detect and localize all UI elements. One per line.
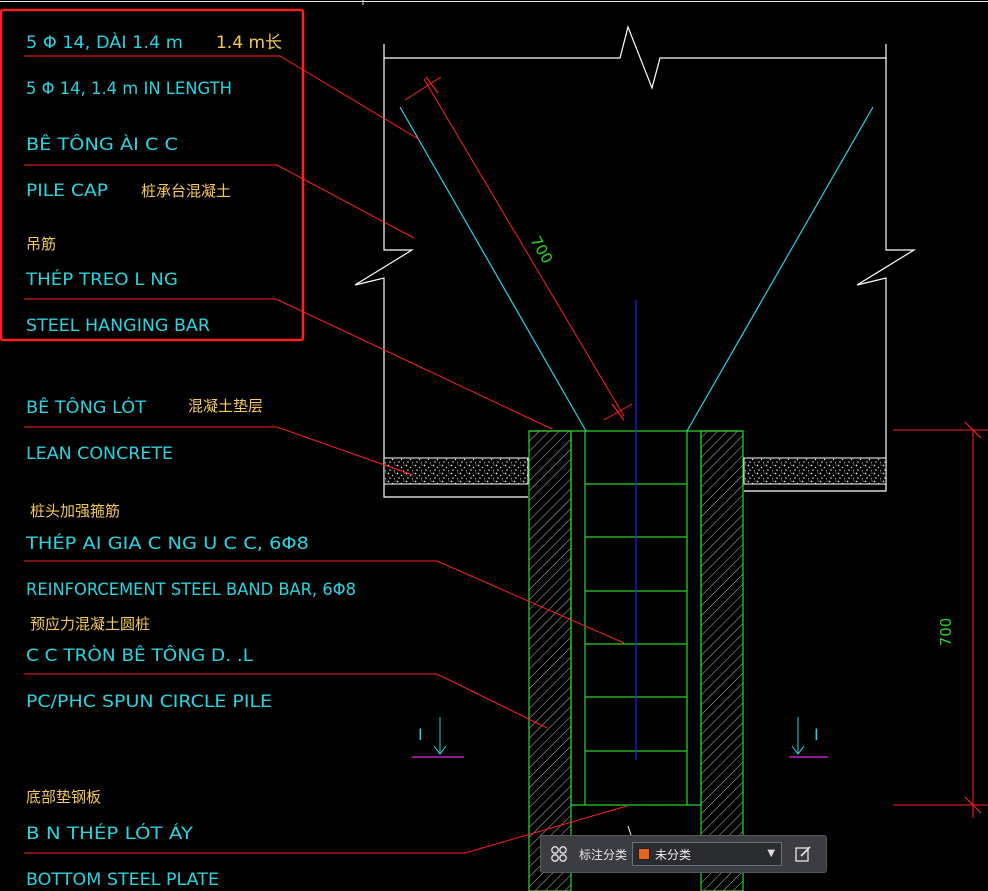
- leader-steel-plate: [24, 805, 628, 854]
- notes: 5 Φ 14, DÀI 1.4 m 1.4 m长 5 Φ 14, 1.4 m I…: [25, 31, 356, 890]
- note-band-en: REINFORCEMENT STEEL BAND BAR, 6Φ8: [26, 580, 356, 600]
- pile-wall-right: [700, 430, 744, 891]
- note-lean-vi: BÊ TÔNG LÓT: [26, 396, 147, 418]
- leader-spun-pile: [24, 673, 548, 729]
- dimension-vertical-tick-top: [964, 421, 982, 439]
- note-hang-en: STEEL HANGING BAR: [26, 316, 210, 336]
- grid-icon[interactable]: [548, 843, 570, 865]
- annotation-category-select[interactable]: 未分类 ▼: [632, 842, 783, 866]
- note-cap-vi: BÊ TÔNG ÀI C C: [26, 133, 178, 155]
- dimension-diagonal-value: 700: [527, 233, 557, 267]
- dimension-diagonal-tick-top: [425, 76, 439, 94]
- lean-concrete-right: [743, 457, 887, 485]
- dimension-vertical-value: 700: [937, 618, 955, 647]
- annotation-category-toolbar: 标注分类 未分类 ▼: [540, 835, 827, 873]
- annotation-category-value: 未分类: [655, 847, 692, 862]
- note-plate-vi: B N THÉP LÓT ÁY: [26, 822, 194, 844]
- pile-cap-top-edge: [383, 25, 887, 90]
- note-bar-en: 5 Φ 14, 1.4 m IN LENGTH: [26, 79, 232, 99]
- hanging-bar-left: [399, 106, 587, 432]
- callout-highlight-box: [0, 8, 305, 342]
- leader-lean-concrete: [24, 426, 414, 476]
- lean-concrete-left: [383, 457, 529, 485]
- section-mark-left: I: [412, 717, 464, 758]
- leader-pile-cap: [24, 164, 415, 239]
- dimension-diagonal-ext-top: [404, 76, 442, 101]
- dimension-diagonal-line: [423, 78, 625, 417]
- section-mark-left-label: I: [418, 725, 423, 744]
- chevron-down-icon[interactable]: ▼: [767, 848, 776, 859]
- section-mark-right: I: [789, 717, 828, 758]
- pile-cap-right-edge: [744, 58, 917, 492]
- leader-lines: [24, 55, 628, 854]
- note-cap-en: PILE CAP: [26, 181, 108, 201]
- note-pile-en: PC/PHC SPUN CIRCLE PILE: [26, 692, 272, 712]
- hanging-bar-right: [686, 106, 874, 432]
- edit-icon[interactable]: [792, 843, 814, 865]
- leader-hanging-bar: [24, 298, 553, 430]
- note-band-vi: THÉP AI GIA C NG U C C, 6Φ8: [25, 532, 309, 554]
- note-plate-en: BOTTOM STEEL PLATE: [26, 870, 219, 890]
- note-bar-cn: 1.4 m长: [216, 33, 282, 53]
- pile-cap-left-edge: [354, 58, 528, 498]
- section-mark-right-label: I: [814, 725, 819, 744]
- dimension-diagonal-tick-bottom: [611, 403, 625, 421]
- note-lean-cn: 混凝土垫层: [188, 397, 263, 415]
- note-hang-cn: 吊筋: [26, 235, 56, 253]
- pile-wall-left: [528, 430, 572, 891]
- note-band-cn: 桩头加强箍筋: [30, 502, 120, 520]
- note-pile-cn: 预应力混凝土圆桩: [30, 615, 150, 633]
- leader-band-bar: [24, 560, 625, 644]
- note-lean-en: LEAN CONCRETE: [26, 444, 173, 464]
- note-cap-cn: 桩承台混凝土: [141, 182, 231, 200]
- note-pile-vi: C C TRÒN BÊ TÔNG D. .L: [26, 644, 254, 666]
- category-color-swatch: [638, 848, 651, 860]
- note-bar-vi: 5 Φ 14, DÀI 1.4 m: [26, 31, 183, 53]
- dimension-vertical-tick-bottom: [964, 796, 982, 814]
- note-plate-cn: 底部垫钢板: [26, 788, 101, 806]
- annotation-category-label: 标注分类: [579, 847, 628, 862]
- leader-bar: [24, 55, 421, 141]
- note-hang-vi: THÉP TREO L NG: [25, 268, 178, 290]
